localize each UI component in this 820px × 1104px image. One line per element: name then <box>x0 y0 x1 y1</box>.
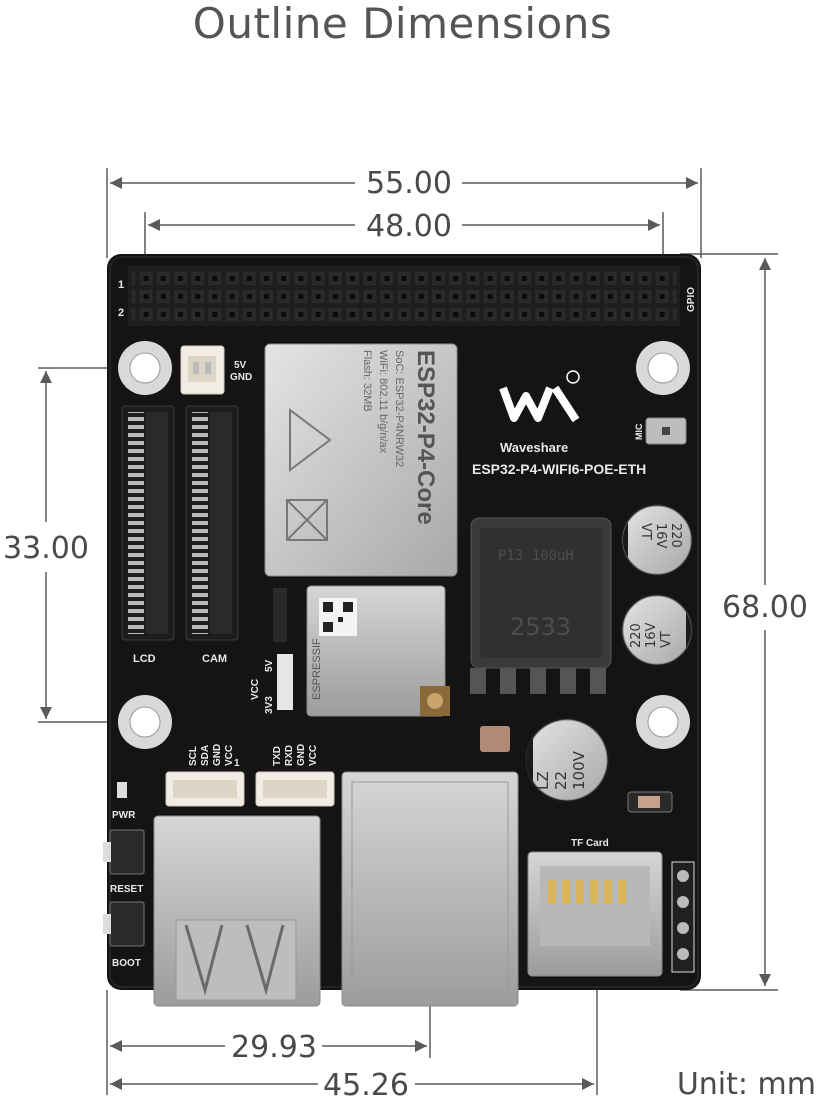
cam-label: CAM <box>202 653 227 665</box>
pwr-label: PWR <box>112 810 136 821</box>
vcc-jumper <box>277 654 293 710</box>
wifi-module <box>306 585 446 717</box>
inductor-label: 2533 <box>510 613 571 641</box>
cap2-line2: 16V <box>644 622 659 648</box>
weee-bin-icon <box>286 499 328 541</box>
debug-header <box>273 588 287 642</box>
gpio-label: GPIO <box>686 287 697 312</box>
module-wifi: WiFi: 802.11 b/g/n/ax <box>377 350 389 454</box>
fan-5v-label: 5V <box>234 360 247 371</box>
cap3-line3: 100V <box>570 750 588 790</box>
waveshare-logo <box>499 370 580 423</box>
module-soc: SoC: ESP32-P4NRW32 <box>393 350 405 467</box>
i2c-pin1-label: 1 <box>234 758 240 769</box>
side-pin-header <box>671 861 695 973</box>
cap1-line1: 220 <box>668 523 683 548</box>
capacitor-2 <box>621 594 693 666</box>
rj45-ethernet-port <box>341 771 519 1007</box>
module-flash: Flash: 32MB <box>361 350 373 412</box>
gnd-label: GND <box>212 744 223 766</box>
txd-label: TXD <box>272 746 283 766</box>
rxd-label: RXD <box>284 745 295 766</box>
i2c-connector <box>165 771 245 807</box>
dim-hole-spacing: 33.00 <box>3 531 89 566</box>
fan-connector <box>180 345 225 395</box>
inductor-top-label: P13 100uH <box>498 548 574 564</box>
vcc-jumper-label: VCC <box>250 679 261 700</box>
capacitor-3 <box>525 718 609 802</box>
gnd2-label: GND <box>296 744 307 766</box>
boot-label: BOOT <box>112 958 141 969</box>
tf-card-slot <box>527 851 663 977</box>
lcd-label: LCD <box>133 653 156 665</box>
scl-label: SCL <box>188 746 199 766</box>
dim-rj45-offset: 45.26 <box>323 1068 409 1103</box>
cap2-line3: VT <box>659 631 674 648</box>
cam-fpc-connector <box>185 405 239 641</box>
mounting-holes <box>118 341 690 749</box>
ce-mark-icon <box>289 408 332 472</box>
page-title: Outline Dimensions <box>192 0 613 48</box>
uart-connector <box>255 771 335 807</box>
fan-gnd-label: GND <box>230 372 252 383</box>
tf-card-label: TF Card <box>571 838 609 849</box>
cap3-line2: 22 <box>552 771 570 790</box>
reset-label: RESET <box>110 884 143 895</box>
board-model-label: ESP32-P4-WIFI6-POE-ETH <box>472 461 646 477</box>
pwr-led <box>117 782 127 798</box>
vcc3-label: VCC <box>308 745 319 766</box>
v5-label: 5V <box>264 659 275 672</box>
lcd-fpc-connector <box>121 405 175 641</box>
smd-inductor <box>480 726 510 752</box>
dim-header-width: 48.00 <box>366 209 452 244</box>
mic-label: MIC <box>634 423 644 440</box>
cap1-line3: VT <box>638 523 653 540</box>
usb-a-port <box>153 815 321 1007</box>
gpio-header <box>128 266 680 326</box>
dim-usb-offset: 29.93 <box>231 1030 317 1065</box>
vcc2-label: VCC <box>224 745 235 766</box>
sda-label: SDA <box>200 745 211 766</box>
reset-button[interactable] <box>103 829 145 875</box>
wifi-module-brand: ESPRESSIF <box>311 638 323 700</box>
unit-label: Unit: mm <box>676 1067 816 1102</box>
power-inductor <box>470 517 612 694</box>
esp32-p4-core-module: ESP32-P4-Core SoC: ESP32-P4NRW32 WiFi: 8… <box>264 343 458 577</box>
brand-label: Waveshare <box>500 440 568 455</box>
v33-label: 3V3 <box>264 696 275 714</box>
gpio-pin1-label: 1 <box>118 279 124 291</box>
dimension-lines <box>38 168 778 1095</box>
dim-overall-height: 68.00 <box>722 590 808 625</box>
capacitor-1 <box>621 504 693 576</box>
gpio-pin2-label: 2 <box>118 307 124 319</box>
cap3-line1: LZ <box>534 771 552 790</box>
dim-overall-width: 55.00 <box>366 166 452 201</box>
cap2-line1: 220 <box>629 623 644 648</box>
module-title: ESP32-P4-Core <box>412 350 439 525</box>
boot-button[interactable] <box>103 901 145 947</box>
cap1-line2: 16V <box>653 523 668 549</box>
